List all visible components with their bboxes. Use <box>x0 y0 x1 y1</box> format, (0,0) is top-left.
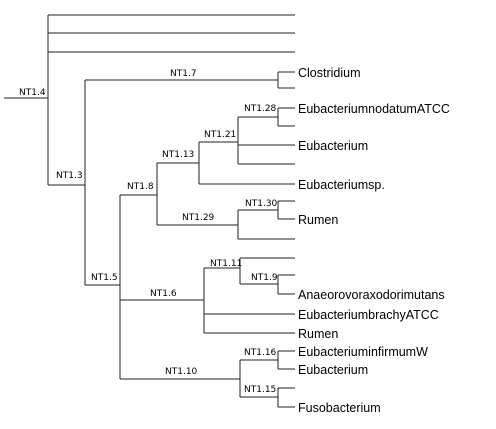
leaf-label-eubacterium-sp: Eubacteriumsp. <box>298 178 385 192</box>
node-label-nt1-13: NT1.13 <box>162 150 194 160</box>
node-label-nt1-4: NT1.4 <box>19 88 46 98</box>
leaf-label-eubacterium-2: Eubacterium <box>298 363 368 377</box>
leaf-label-eubacterium-infirmum: EubacteriuminfirmumW <box>298 345 428 359</box>
leaf-label-eubacterium-brachy: EubacteriumbrachyATCC <box>298 308 439 322</box>
node-label-nt1-16: NT1.16 <box>244 348 277 358</box>
node-label-nt1-21: NT1.21 <box>204 130 236 140</box>
leaf-label-eubacterium-nodatum: EubacteriumnodatumATCC <box>298 102 450 116</box>
leaf-label-clostridium: Clostridium <box>298 66 361 80</box>
node-label-nt1-9: NT1.9 <box>251 273 278 283</box>
node-label-nt1-10: NT1.10 <box>165 367 198 377</box>
node-label-nt1-8: NT1.8 <box>127 182 154 192</box>
internal-node-labels: NT1.4 NT1.3 NT1.7 NT1.5 NT1.8 NT1.13 NT1… <box>19 69 278 395</box>
node-label-nt1-29: NT1.29 <box>182 213 215 223</box>
leaf-label-rumen-1: Rumen <box>298 213 338 227</box>
leaf-label-eubacterium-1: Eubacterium <box>298 139 368 153</box>
node-label-nt1-7: NT1.7 <box>170 69 197 79</box>
leaf-label-fusobacterium: Fusobacterium <box>298 401 381 415</box>
leaf-label-anaerovorax: Anaeorovoraxodorimutans <box>298 288 445 302</box>
leaf-labels: Clostridium EubacteriumnodatumATCC Eubac… <box>298 66 450 415</box>
node-label-nt1-15: NT1.15 <box>244 385 276 395</box>
node-label-nt1-28: NT1.28 <box>244 104 277 114</box>
node-label-nt1-3: NT1.3 <box>56 171 83 181</box>
node-label-nt1-5: NT1.5 <box>91 273 118 283</box>
node-label-nt1-11: NT1.11 <box>210 259 242 269</box>
node-label-nt1-6: NT1.6 <box>150 289 177 299</box>
tree-branches <box>4 14 295 408</box>
node-label-nt1-30: NT1.30 <box>245 199 278 209</box>
leaf-label-rumen-2: Rumen <box>298 327 338 341</box>
